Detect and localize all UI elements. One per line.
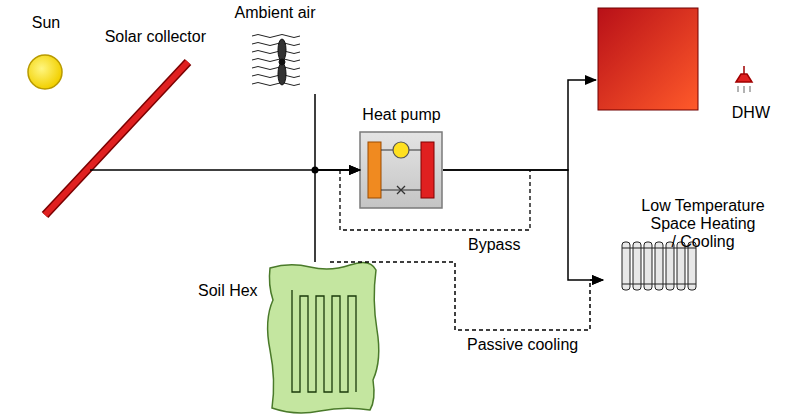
node-label: Sun bbox=[32, 14, 60, 32]
pipe-connector bbox=[443, 80, 596, 170]
soil-blob bbox=[268, 262, 379, 413]
edge-label: Passive cooling bbox=[465, 336, 580, 354]
node-label: DHW bbox=[732, 104, 770, 122]
pipe-connector bbox=[315, 170, 360, 262]
sun-disc bbox=[28, 55, 62, 89]
collector-node: Solar collector bbox=[40, 28, 210, 220]
line-label: Bypass bbox=[466, 236, 522, 254]
compressor bbox=[393, 142, 409, 158]
collector-panel bbox=[45, 62, 188, 215]
space-heating-node: Low Temperature Space Heating / Cooling bbox=[603, 195, 803, 295]
heat-pump-node: Heat pump bbox=[360, 104, 443, 208]
shower-head bbox=[736, 66, 752, 82]
heat-pump-box bbox=[360, 132, 442, 208]
node-label: Solar collector bbox=[105, 28, 206, 46]
fan-symbol bbox=[278, 39, 286, 85]
node-label: Heat pump bbox=[362, 106, 440, 124]
node-label: Ambient air bbox=[235, 4, 316, 22]
expansion-valve bbox=[397, 186, 405, 194]
evaporator bbox=[368, 142, 381, 198]
hot-water-tank bbox=[598, 8, 698, 110]
soil-hex-node: Soil Hex bbox=[195, 262, 380, 414]
dhw-node: DHW bbox=[596, 8, 796, 120]
pipe-connector bbox=[315, 94, 360, 170]
sun-node: Sun bbox=[18, 14, 74, 94]
condenser bbox=[421, 142, 434, 198]
collector-edge bbox=[45, 62, 188, 215]
dashed-pipe bbox=[330, 262, 603, 330]
node-label: Soil Hex bbox=[198, 282, 258, 300]
pipe-connector bbox=[443, 170, 603, 280]
node-label: Low Temperature Space Heating / Cooling bbox=[617, 197, 789, 251]
shower-drops bbox=[738, 86, 750, 93]
bypass-line bbox=[340, 170, 530, 230]
air-coil bbox=[252, 35, 300, 86]
ambient-air-node: Ambient air bbox=[228, 2, 322, 94]
ground-loop bbox=[292, 290, 356, 392]
